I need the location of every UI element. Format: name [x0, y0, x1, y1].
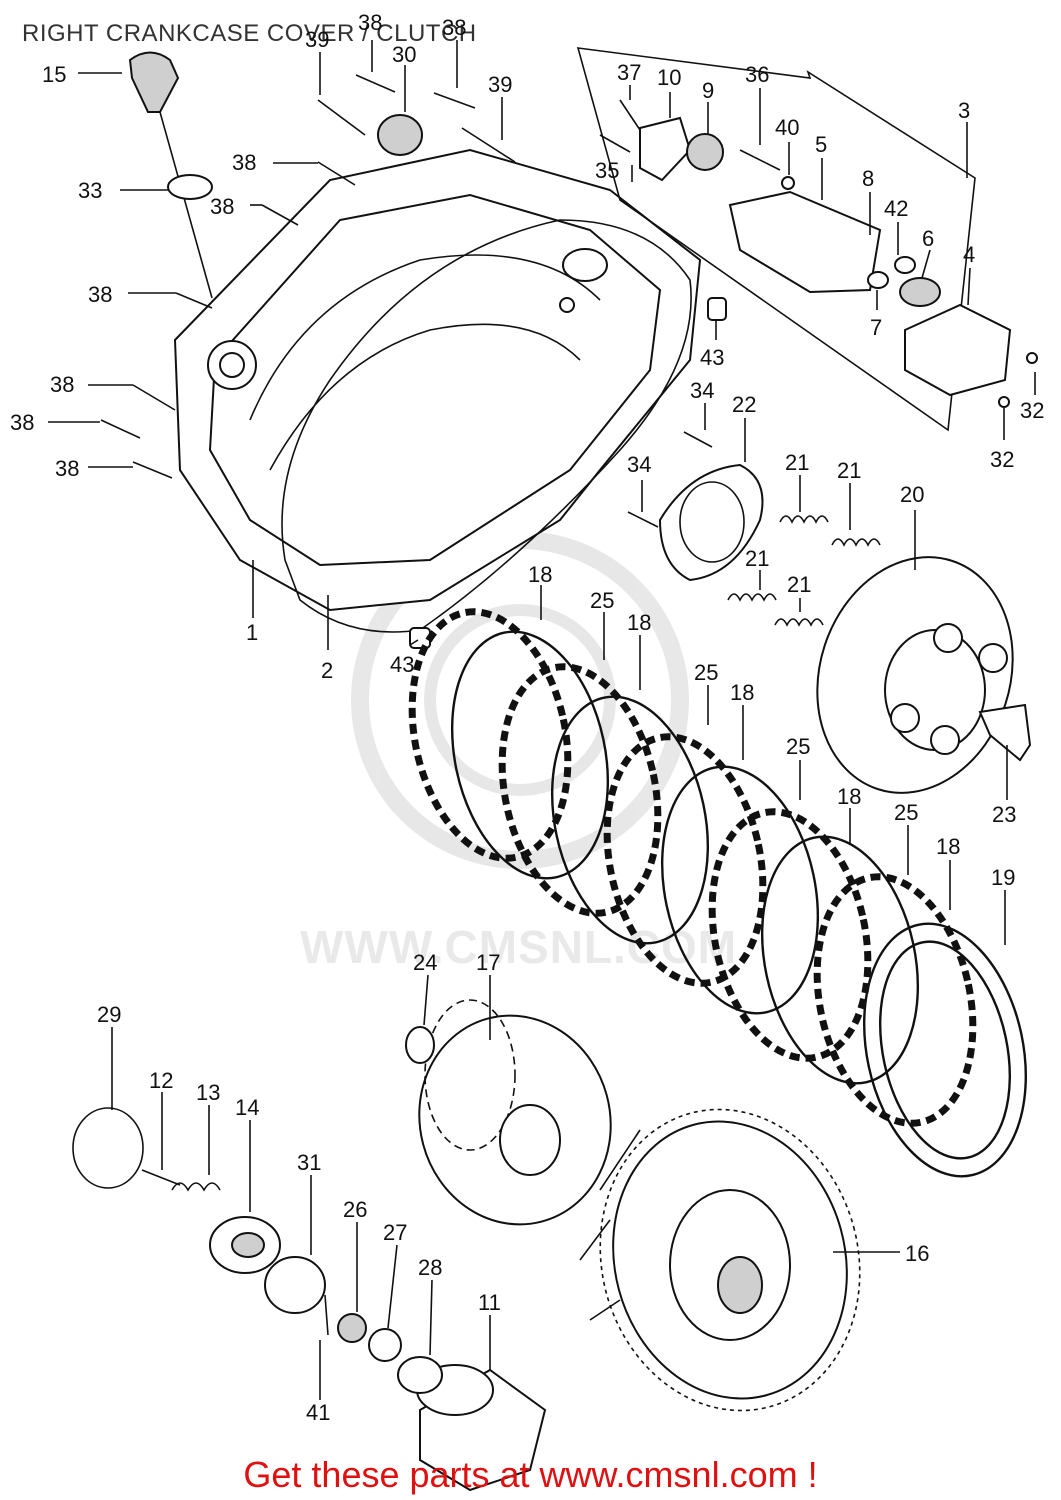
- callout-38g: 38: [10, 410, 34, 435]
- diagram-title: RIGHT CRANKCASE COVER / CLUTCH: [22, 20, 477, 47]
- cover-gasket: [281, 219, 692, 633]
- callout-37: 37: [617, 60, 641, 85]
- callout-39a: 39: [305, 27, 329, 52]
- callout-12: 12: [149, 1068, 173, 1093]
- oil-seal-30: [377, 114, 423, 156]
- bolt-34a: [683, 431, 713, 448]
- o-ring-33: [167, 174, 213, 200]
- callout-38h: 38: [55, 456, 79, 481]
- callout-17: 17: [476, 950, 500, 975]
- callout-29: 29: [97, 1002, 121, 1027]
- cotter-pin-41: [324, 1294, 329, 1336]
- bolts: [100, 74, 516, 479]
- callout-40: 40: [775, 115, 799, 140]
- adjusting-rod-12: [141, 1169, 181, 1186]
- o-ring-32a: [1026, 352, 1038, 364]
- bolt-34b: [627, 511, 659, 528]
- clutch-adjuster-14: [209, 1216, 281, 1274]
- clutch-plates: [408, 608, 1028, 1178]
- thrust-washer-28: [397, 1356, 443, 1394]
- callout-6: 6: [922, 226, 934, 251]
- callout-27: 27: [383, 1220, 407, 1245]
- callout-25c: 25: [786, 734, 810, 759]
- callout-10: 10: [657, 65, 681, 90]
- callout-25d: 25: [894, 800, 918, 825]
- callout-4: 4: [963, 242, 975, 267]
- callout-2: 2: [321, 658, 333, 683]
- callout-23: 23: [992, 802, 1016, 827]
- bearing-plate-22: [658, 463, 764, 582]
- callout-38c: 38: [232, 150, 256, 175]
- callout-24: 24: [413, 950, 437, 975]
- callout-18c: 18: [730, 680, 754, 705]
- oil-pump-assembly: [576, 47, 1012, 432]
- clutch-outer: [579, 1108, 861, 1412]
- callout-8: 8: [862, 166, 874, 191]
- callout-32b: 32: [990, 447, 1014, 472]
- callout-5: 5: [815, 132, 827, 157]
- o-ring-31: [264, 1256, 326, 1314]
- callout-38e: 38: [88, 282, 112, 307]
- spring-13: [171, 1182, 221, 1192]
- callout-38b: 38: [442, 15, 466, 40]
- callout-14: 14: [235, 1095, 259, 1120]
- callout-43a: 43: [700, 345, 724, 370]
- lock-nut-26: [337, 1313, 367, 1343]
- callout-34a: 34: [690, 378, 714, 403]
- lock-washer-27: [368, 1328, 402, 1362]
- callout-25b: 25: [694, 660, 718, 685]
- callout-21c: 21: [745, 546, 769, 571]
- callout-30: 30: [392, 42, 416, 67]
- callout-1: 1: [246, 620, 258, 645]
- crankcase-cover: [173, 148, 702, 612]
- callout-32a: 32: [1020, 398, 1044, 423]
- callout-18d: 18: [837, 784, 861, 809]
- callout-34b: 34: [627, 452, 651, 477]
- pressure-plate: [816, 556, 1014, 794]
- callout-21a: 21: [785, 450, 809, 475]
- callout-11: 11: [478, 1290, 501, 1315]
- footer-link[interactable]: Get these parts at www.cmsnl.com !: [243, 1454, 818, 1495]
- o-ring-32b: [998, 396, 1010, 408]
- callout-numbers: 15 39 38 30 38 39 37 10 9 36 3 40 5 35 8…: [10, 10, 1044, 1425]
- callout-19: 19: [991, 865, 1015, 890]
- callout-39b: 39: [488, 72, 512, 97]
- callout-9: 9: [702, 78, 714, 103]
- callout-21b: 21: [837, 458, 861, 483]
- circlip-24: [405, 1026, 435, 1064]
- callout-25a: 25: [590, 588, 614, 613]
- lifter-rod-23: [978, 703, 1032, 762]
- callout-22: 22: [732, 392, 756, 417]
- callout-20: 20: [900, 482, 924, 507]
- callout-26: 26: [343, 1197, 367, 1222]
- callout-16: 16: [905, 1241, 929, 1266]
- callout-28: 28: [418, 1255, 442, 1280]
- callout-18e: 18: [936, 834, 960, 859]
- callout-7: 7: [870, 315, 882, 340]
- clutch-springs: [727, 515, 881, 627]
- callout-38a: 38: [358, 10, 382, 35]
- callout-21d: 21: [787, 572, 811, 597]
- callout-3: 3: [958, 98, 970, 123]
- dowel-pin-43a: [707, 297, 727, 321]
- callout-18a: 18: [528, 562, 552, 587]
- callout-15: 15: [42, 62, 66, 87]
- circlip-29: [72, 1107, 144, 1189]
- callout-43b: 43: [390, 652, 414, 677]
- callout-42: 42: [884, 196, 908, 221]
- callout-18b: 18: [627, 610, 651, 635]
- callout-33: 33: [78, 178, 102, 203]
- callout-38f: 38: [50, 372, 74, 397]
- callout-36: 36: [745, 62, 769, 87]
- callout-31: 31: [297, 1150, 321, 1175]
- oil-filler-cap: [128, 51, 213, 299]
- callout-38d: 38: [210, 194, 234, 219]
- clutch-center: [418, 999, 612, 1226]
- callout-35: 35: [595, 158, 619, 183]
- callout-13: 13: [196, 1080, 220, 1105]
- callout-41: 41: [306, 1400, 330, 1425]
- leader-lines: [48, 40, 1036, 1400]
